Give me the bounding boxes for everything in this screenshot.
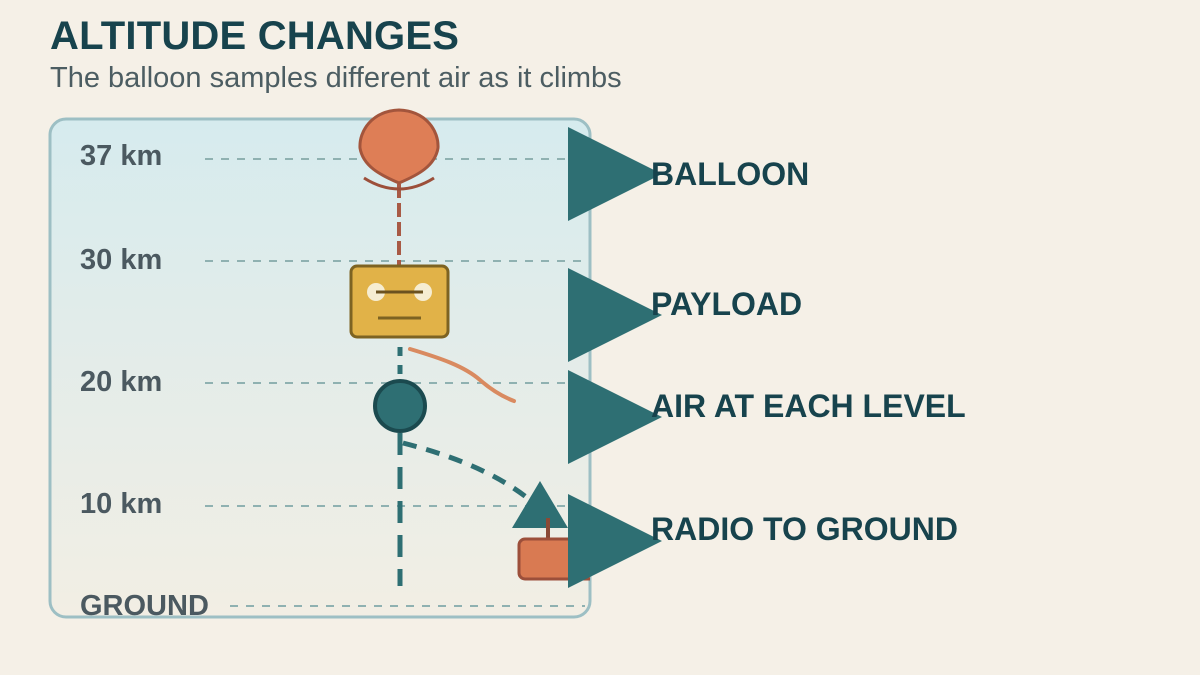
radio-signal-path (402, 440, 532, 502)
altitude-label-20km: 20 km (80, 366, 162, 398)
callout-label-air: AIR AT EACH LEVEL (651, 388, 966, 424)
callout-arrow-balloon (568, 127, 662, 221)
altitude-label-10km: 10 km (80, 488, 162, 520)
page-title: ALTITUDE CHANGES (50, 14, 460, 58)
sky-panel (48, 117, 592, 619)
payload-icon (349, 264, 450, 339)
altitude-label-ground: GROUND (80, 590, 209, 622)
altitude-label-30km: 30 km (80, 244, 162, 276)
callout-label-payload: PAYLOAD (651, 286, 802, 322)
page-subtitle: The balloon samples different air as it … (50, 62, 622, 94)
callout-arrow-payload (568, 268, 662, 362)
air-sensor-icon (373, 379, 427, 433)
air-stream-line (408, 347, 516, 403)
callout-arrow-air (568, 370, 662, 464)
altitude-gridlines (205, 158, 585, 607)
balloon-icon (358, 108, 440, 191)
callout-label-balloon: BALLOON (651, 156, 809, 192)
altitude-label-37km: 37 km (80, 140, 162, 172)
callout-arrow-radio (568, 494, 662, 588)
callout-label-radio: RADIO TO GROUND (651, 511, 958, 547)
